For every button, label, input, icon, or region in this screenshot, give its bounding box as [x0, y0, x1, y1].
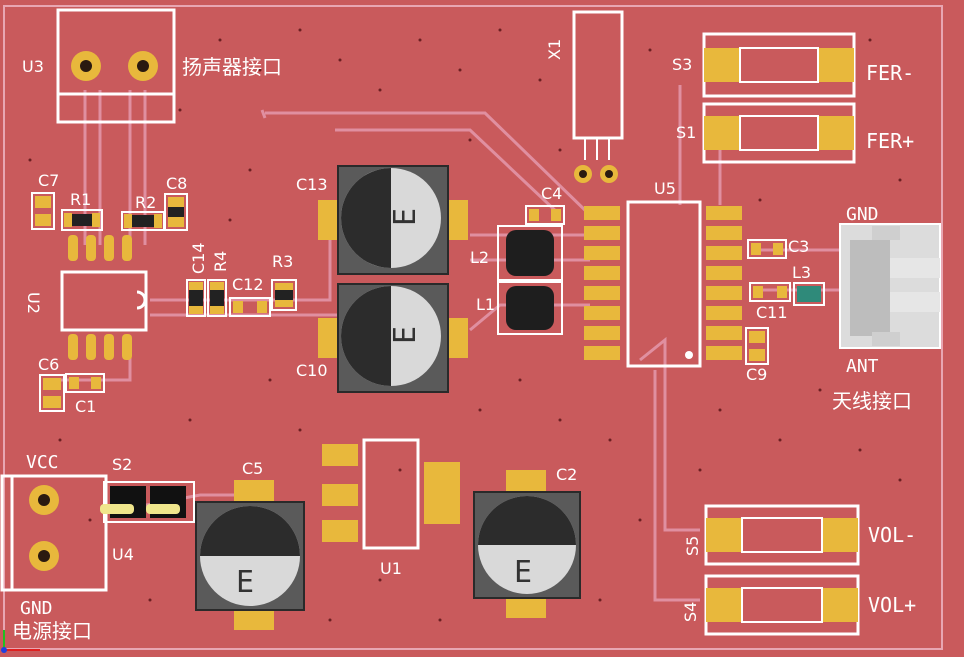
c13-capacitor [318, 165, 468, 275]
s5-designator: S5 [683, 536, 702, 556]
c4-designator: C4 [541, 184, 562, 203]
vol-plus-label: VOL+ [868, 593, 916, 617]
l3-designator: L3 [792, 263, 811, 282]
u2-designator: U2 [24, 292, 43, 314]
s5-switch [704, 504, 860, 566]
s1-switch [702, 102, 856, 164]
r2-designator: R2 [135, 193, 156, 212]
speaker-port-label: 扬声器接口 [182, 55, 282, 79]
c14-designator: C14 [189, 242, 208, 274]
u3-connector [56, 8, 176, 124]
gnd-top-label: GND [846, 204, 879, 225]
u3-designator: U3 [22, 57, 44, 76]
c11-designator: C11 [756, 303, 788, 322]
antenna-connector [839, 223, 941, 349]
c7-designator: C7 [38, 171, 59, 190]
r3-designator: R3 [272, 252, 293, 271]
s1-designator: S1 [676, 123, 696, 142]
vol-minus-label: VOL- [868, 523, 916, 547]
gnd-bottom-label: GND [20, 598, 53, 619]
c5-capacitor [195, 480, 305, 630]
r4-resistor [207, 279, 227, 317]
c8-capacitor [164, 193, 188, 231]
origin-axes [1, 630, 40, 653]
via-dots [28, 28, 902, 622]
l2-inductor [497, 225, 563, 281]
c1-capacitor [65, 373, 105, 393]
fer-plus-label: FER+ [866, 129, 914, 153]
vcc-label: VCC [26, 452, 59, 473]
c8-designator: C8 [166, 174, 187, 193]
c3-designator: C3 [788, 237, 809, 256]
c10-capacitor [318, 283, 468, 393]
c5-marking: E [236, 565, 254, 600]
x1-designator: X1 [545, 39, 564, 60]
u2-ic [60, 235, 148, 360]
c5-designator: C5 [242, 459, 263, 478]
c13-marking: E [388, 208, 423, 226]
u5-ic [584, 200, 742, 368]
traces [60, 85, 840, 602]
s2-designator: S2 [112, 455, 132, 474]
power-port-label: 电源接口 [12, 619, 92, 643]
u1-regulator [322, 438, 460, 550]
c6-capacitor [39, 374, 65, 412]
l2-designator: L2 [470, 248, 489, 267]
c6-designator: C6 [38, 355, 59, 374]
c14-capacitor [186, 279, 206, 317]
c2-marking: E [514, 555, 532, 590]
c9-capacitor [745, 327, 769, 365]
x1-crystal [572, 10, 624, 183]
l3-inductor [793, 282, 825, 306]
c4-capacitor [525, 205, 565, 225]
c11-capacitor [749, 282, 791, 302]
ant-label: ANT [846, 356, 879, 377]
l1-inductor [497, 281, 563, 335]
u1-designator: U1 [380, 559, 402, 578]
c2-capacitor [473, 470, 581, 618]
r3-resistor [271, 279, 297, 311]
c12-capacitor [229, 297, 271, 317]
fer-minus-label: FER- [866, 61, 914, 85]
u4-designator: U4 [112, 545, 134, 564]
s4-designator: S4 [681, 602, 700, 622]
r1-designator: R1 [70, 190, 91, 209]
s3-designator: S3 [672, 55, 692, 74]
antenna-port-label: 天线接口 [832, 389, 912, 413]
c10-marking: E [388, 326, 423, 344]
l1-designator: L1 [476, 295, 495, 314]
c9-designator: C9 [746, 365, 767, 384]
s2-jumper [100, 481, 195, 523]
s4-switch [704, 574, 860, 636]
r4-designator: R4 [211, 251, 230, 272]
u4-connector [0, 474, 108, 592]
r1-resistor [61, 209, 103, 231]
c3-capacitor [747, 239, 787, 259]
u5-designator: U5 [654, 179, 676, 198]
c12-designator: C12 [232, 275, 264, 294]
c13-designator: C13 [296, 175, 328, 194]
s3-switch [702, 32, 856, 98]
c7-capacitor [31, 192, 55, 230]
c1-designator: C1 [75, 397, 96, 416]
c10-designator: C10 [296, 361, 328, 380]
c2-designator: C2 [556, 465, 577, 484]
